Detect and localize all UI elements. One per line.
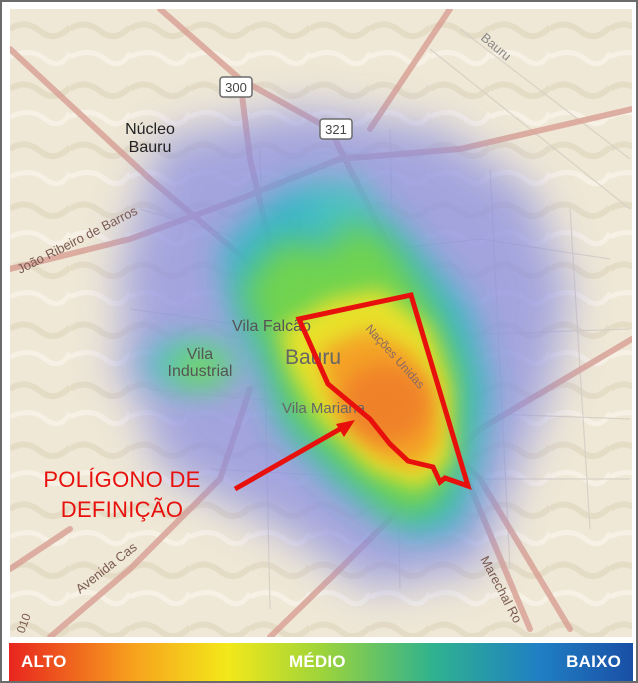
label-vila-falcao: Vila Falcão (232, 318, 311, 335)
legend-low-label: BAIXO (566, 652, 621, 671)
label-vila-industrial-1: Vila (187, 346, 213, 363)
label-vila-mariana: Vila Mariana (282, 400, 366, 417)
legend-high-label: ALTO (21, 652, 67, 671)
svg-text:321: 321 (325, 122, 347, 137)
heatmap-map[interactable]: 300 321 Núcleo Bauru Bauru Vila Falcão B… (10, 9, 632, 637)
svg-text:300: 300 (225, 80, 247, 95)
label-nucleo-bauru-2: Bauru (129, 139, 172, 156)
annotation-label: POLÍGONO DE DEFINIÇÃO (22, 465, 222, 525)
road-shield-321: 321 (319, 118, 353, 140)
annotation-line-1: POLÍGONO DE (43, 467, 201, 492)
road-shield-300: 300 (219, 76, 253, 98)
definition-polygon[interactable] (295, 292, 472, 490)
legend-bar: ALTO MÉDIO BAIXO (9, 643, 633, 681)
legend-mid-label: MÉDIO (289, 652, 346, 671)
heatmap-layer (115, 109, 570, 589)
label-bauru-center: Bauru (285, 346, 341, 369)
label-vila-industrial-2: Industrial (168, 363, 233, 380)
legend-gradient (9, 643, 633, 681)
annotation-line-2: DEFINIÇÃO (60, 497, 184, 522)
annotation-arrow (233, 420, 355, 492)
label-nucleo-bauru-1: Núcleo (125, 121, 175, 138)
label-010: 010 (14, 611, 34, 635)
